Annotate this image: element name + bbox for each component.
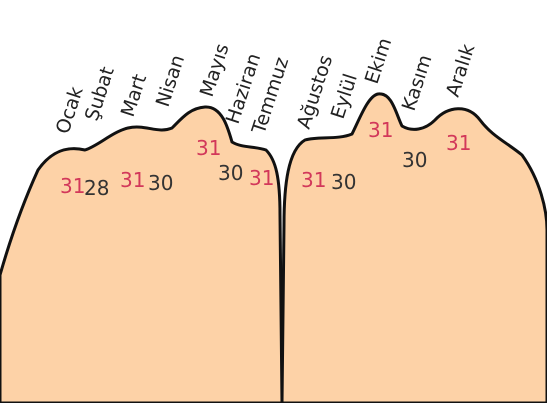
day-count-aralik: 31: [446, 131, 471, 155]
day-count-subat: 28: [84, 176, 109, 200]
day-count-ekim: 31: [368, 118, 393, 142]
day-count-haziran: 30: [218, 161, 243, 185]
month-label-aralik: Aralık: [442, 41, 480, 99]
right-fist: [282, 94, 547, 403]
day-count-nisan: 30: [148, 171, 173, 195]
month-label-mart: Mart: [117, 72, 151, 120]
month-label-kasim: Kasım: [398, 52, 437, 113]
day-count-agustos: 31: [301, 168, 326, 192]
month-label-eylul: Eylül: [327, 71, 362, 121]
day-count-mayis: 31: [196, 136, 221, 160]
month-label-mayis: Mayıs: [196, 41, 234, 100]
day-count-kasim: 30: [402, 148, 427, 172]
day-count-ocak: 31: [60, 174, 85, 198]
day-count-mart: 31: [120, 168, 145, 192]
month-label-nisan: Nisan: [152, 52, 189, 109]
day-count-temmuz: 31: [249, 166, 274, 190]
month-label-agustos: Ağustos: [293, 52, 337, 131]
day-count-eylul: 30: [331, 170, 356, 194]
month-label-ekim: Ekim: [361, 35, 396, 86]
left-fist: [0, 107, 282, 403]
